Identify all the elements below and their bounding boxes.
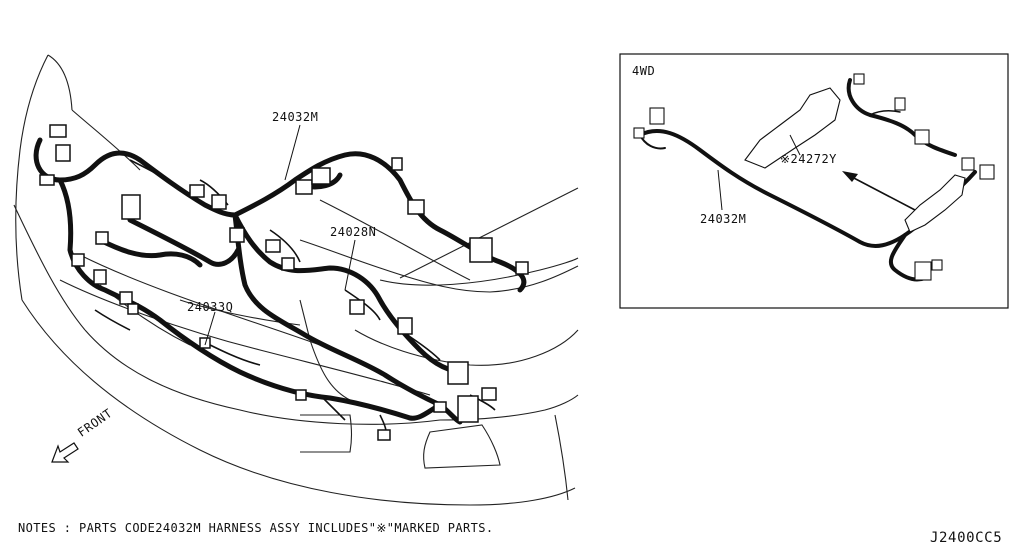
inset-label-24032M: 24032M bbox=[700, 212, 747, 226]
label-24272Y: ※24272Y bbox=[780, 152, 837, 166]
footer-notes: NOTES : PARTS CODE24032M HARNESS ASSY IN… bbox=[18, 521, 494, 535]
connectors bbox=[39, 124, 529, 441]
label-24033Q: 24033Q bbox=[187, 300, 234, 314]
diagram-code: J2400CC5 bbox=[930, 530, 1003, 546]
inset-title-4wd: 4WD bbox=[632, 64, 656, 78]
label-24028N: 24028N bbox=[330, 225, 377, 239]
label-24032M: 24032M bbox=[272, 110, 319, 124]
front-arrow-icon bbox=[51, 442, 79, 463]
leader-lines bbox=[204, 124, 356, 346]
thin-wires bbox=[94, 159, 496, 441]
inset-4wd bbox=[619, 53, 1009, 309]
